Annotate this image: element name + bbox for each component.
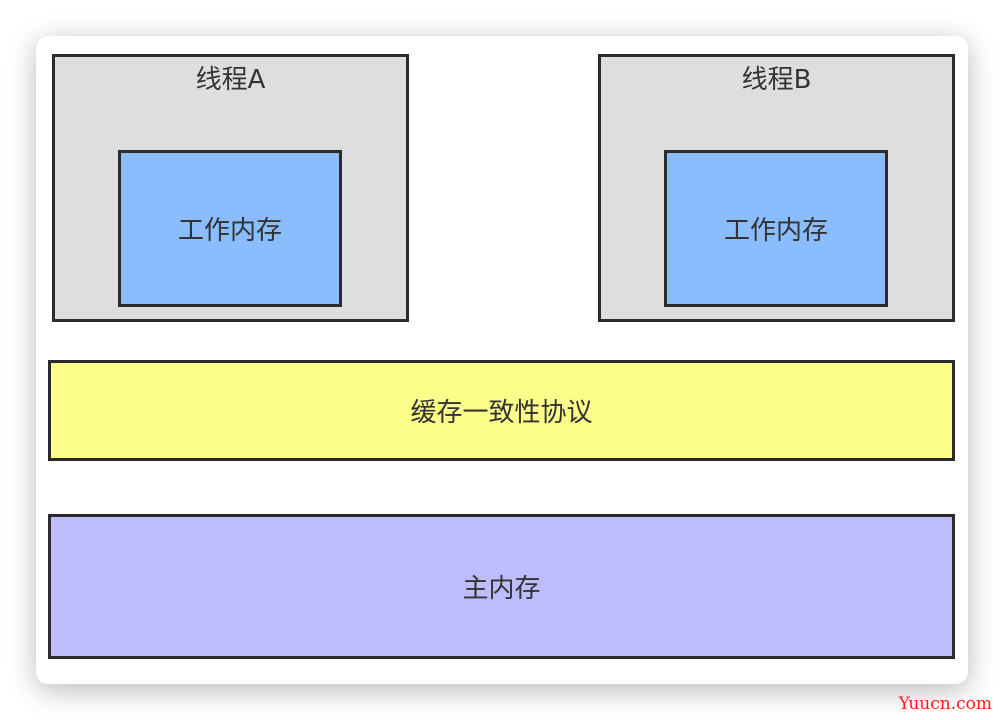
- watermark: Yuucn.com: [898, 694, 992, 714]
- thread-a-title: 线程A: [195, 65, 266, 95]
- cache-protocol-label: 缓存一致性协议: [410, 398, 593, 428]
- thread-b-work-memory: 工作内存: [664, 150, 888, 307]
- main-memory-label: 主内存: [462, 574, 541, 604]
- work-memory-label: 工作内存: [723, 216, 828, 246]
- cache-coherence-protocol-box: 缓存一致性协议: [48, 360, 955, 461]
- main-memory-box: 主内存: [48, 514, 955, 659]
- work-memory-label: 工作内存: [177, 216, 282, 246]
- thread-b-title: 线程B: [741, 65, 812, 95]
- thread-a-work-memory: 工作内存: [118, 150, 342, 307]
